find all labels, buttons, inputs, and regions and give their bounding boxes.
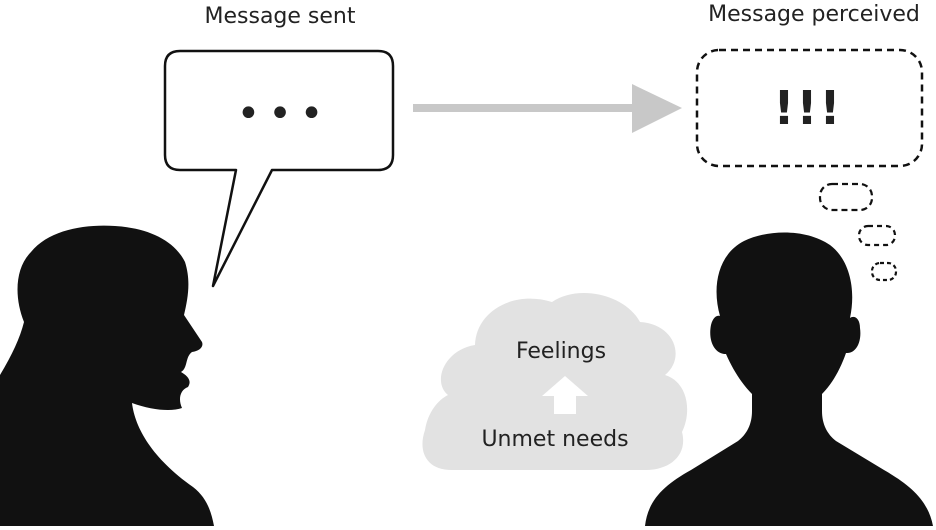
message-sent-label: Message sent (205, 4, 356, 29)
thought-dot-small (870, 261, 898, 282)
speaker-silhouette (0, 225, 214, 526)
speech-bubble-icon (163, 49, 395, 288)
up-arrow-icon (542, 376, 588, 414)
thought-dot-medium (857, 224, 897, 247)
listener-silhouette (645, 232, 933, 527)
thought-dot-large (818, 182, 874, 212)
cloud-feelings-label: Feelings (516, 339, 606, 364)
thought-bubble-icon (695, 48, 924, 168)
speech-bubble-ellipsis: ••• (237, 91, 332, 137)
cloud-icon (422, 292, 688, 470)
right-arrow-icon (413, 84, 682, 133)
thought-bubble-exclamations: !!! (774, 81, 843, 135)
message-perceived-label: Message perceived (708, 2, 920, 27)
cloud-unmet-needs-label: Unmet needs (481, 427, 628, 452)
